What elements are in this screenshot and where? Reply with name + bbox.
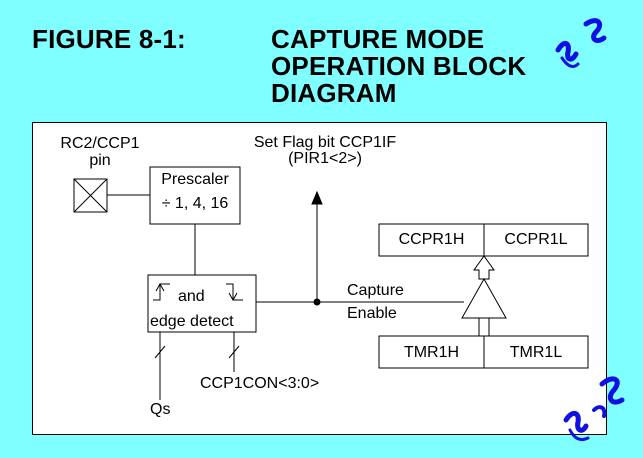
flag-label: Set Flag bit CCP1IF (PIR1<2>) (232, 134, 418, 168)
prescaler-values: ÷ 1, 4, 16 (161, 195, 229, 212)
figure-title-line-1: CAPTURE MODE (271, 24, 485, 54)
ccpr1h-label: CCPR1H (398, 231, 465, 248)
capture-enable-label: Capture Enable (347, 282, 404, 323)
figure-title-line-3: DIAGRAM (271, 78, 397, 108)
flag-label-line-2: (PIR1<2>) (288, 150, 362, 167)
ccpr1l-label: CCPR1L (504, 231, 568, 248)
squiggle-bottom-right-icon (563, 376, 625, 442)
flag-label-line-1: Set Flag bit CCP1IF (253, 134, 397, 151)
edge-detect-label: edge detect (150, 313, 234, 330)
falling-edge-arrow (228, 292, 238, 302)
edge-and-label: and (178, 288, 205, 305)
capture-buffer (461, 277, 507, 319)
enable-label: Enable (347, 305, 397, 322)
figure-title-line-2: OPERATION BLOCK (271, 51, 527, 81)
diagram-frame (32, 122, 607, 435)
squiggle-top-right-icon (555, 18, 607, 68)
pin-label: RC2/CCP1 pin (50, 135, 150, 170)
flag-arrowhead (311, 190, 323, 205)
prescaler-title: Prescaler (161, 171, 229, 188)
pin-label-line-1: RC2/CCP1 (60, 135, 140, 152)
pin-label-line-2: pin (89, 152, 111, 169)
tmr1l-label: TMR1L (509, 344, 563, 361)
tmr1h-label: TMR1H (403, 344, 460, 361)
prescaler-label: Prescaler ÷ 1, 4, 16 (150, 171, 240, 213)
figure-label: FIGURE 8-1: (32, 24, 186, 54)
ccp1con-label: CCP1CON<3:0> (200, 375, 320, 392)
falling-edge-glyph (226, 283, 243, 301)
prescaler-box (149, 166, 241, 225)
qs-label: Qs (150, 401, 171, 418)
capture-label: Capture (347, 282, 404, 299)
rising-edge-arrow (155, 282, 165, 292)
figure-title: CAPTURE MODE OPERATION BLOCK DIAGRAM (271, 26, 526, 107)
buffer-to-ccpr1-arrow (473, 255, 495, 280)
rising-edge-glyph (153, 283, 170, 301)
slash-qs (154, 345, 166, 359)
slash-ccp1con (228, 345, 240, 359)
pin-x-2 (73, 178, 108, 213)
